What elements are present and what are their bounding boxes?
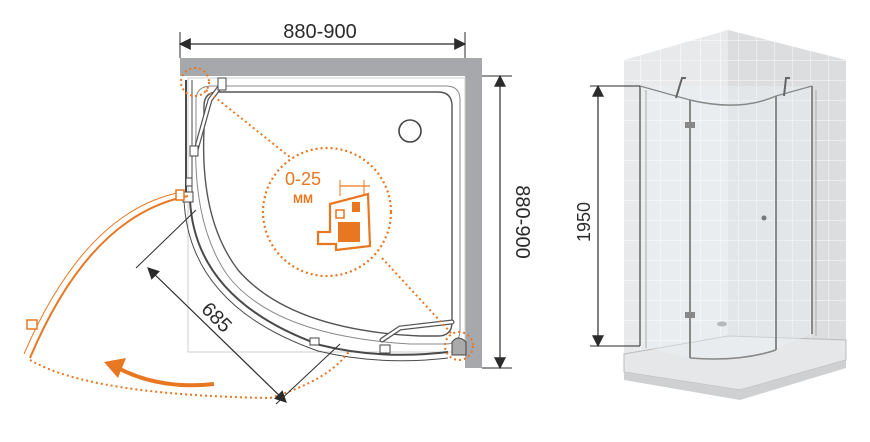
swing-direction-arrow (117, 366, 215, 388)
gap-range-label: 0-25 (285, 169, 321, 189)
depth-dimension-label: 880-900 (511, 185, 533, 258)
door-open-position (29, 195, 189, 359)
height-dimension-label: 1950 (574, 202, 594, 242)
plan-view: 880-900 880-900 685 0-25 MM (23, 21, 533, 405)
unit-label: MM (293, 192, 313, 206)
profile-detail: 0-25 MM (261, 146, 393, 278)
side-wall (465, 76, 482, 368)
elevation-view: 1950 (574, 30, 847, 400)
corner-detail-bottom-right (444, 331, 474, 361)
door-knob-icon (761, 215, 767, 221)
door-swing-path (29, 349, 351, 400)
door-width-label: 685 (197, 298, 236, 337)
drain-icon (398, 119, 422, 143)
back-wall (180, 58, 465, 76)
width-dimension-label: 880-900 (283, 21, 356, 43)
corner-detail-top-left (180, 67, 210, 97)
